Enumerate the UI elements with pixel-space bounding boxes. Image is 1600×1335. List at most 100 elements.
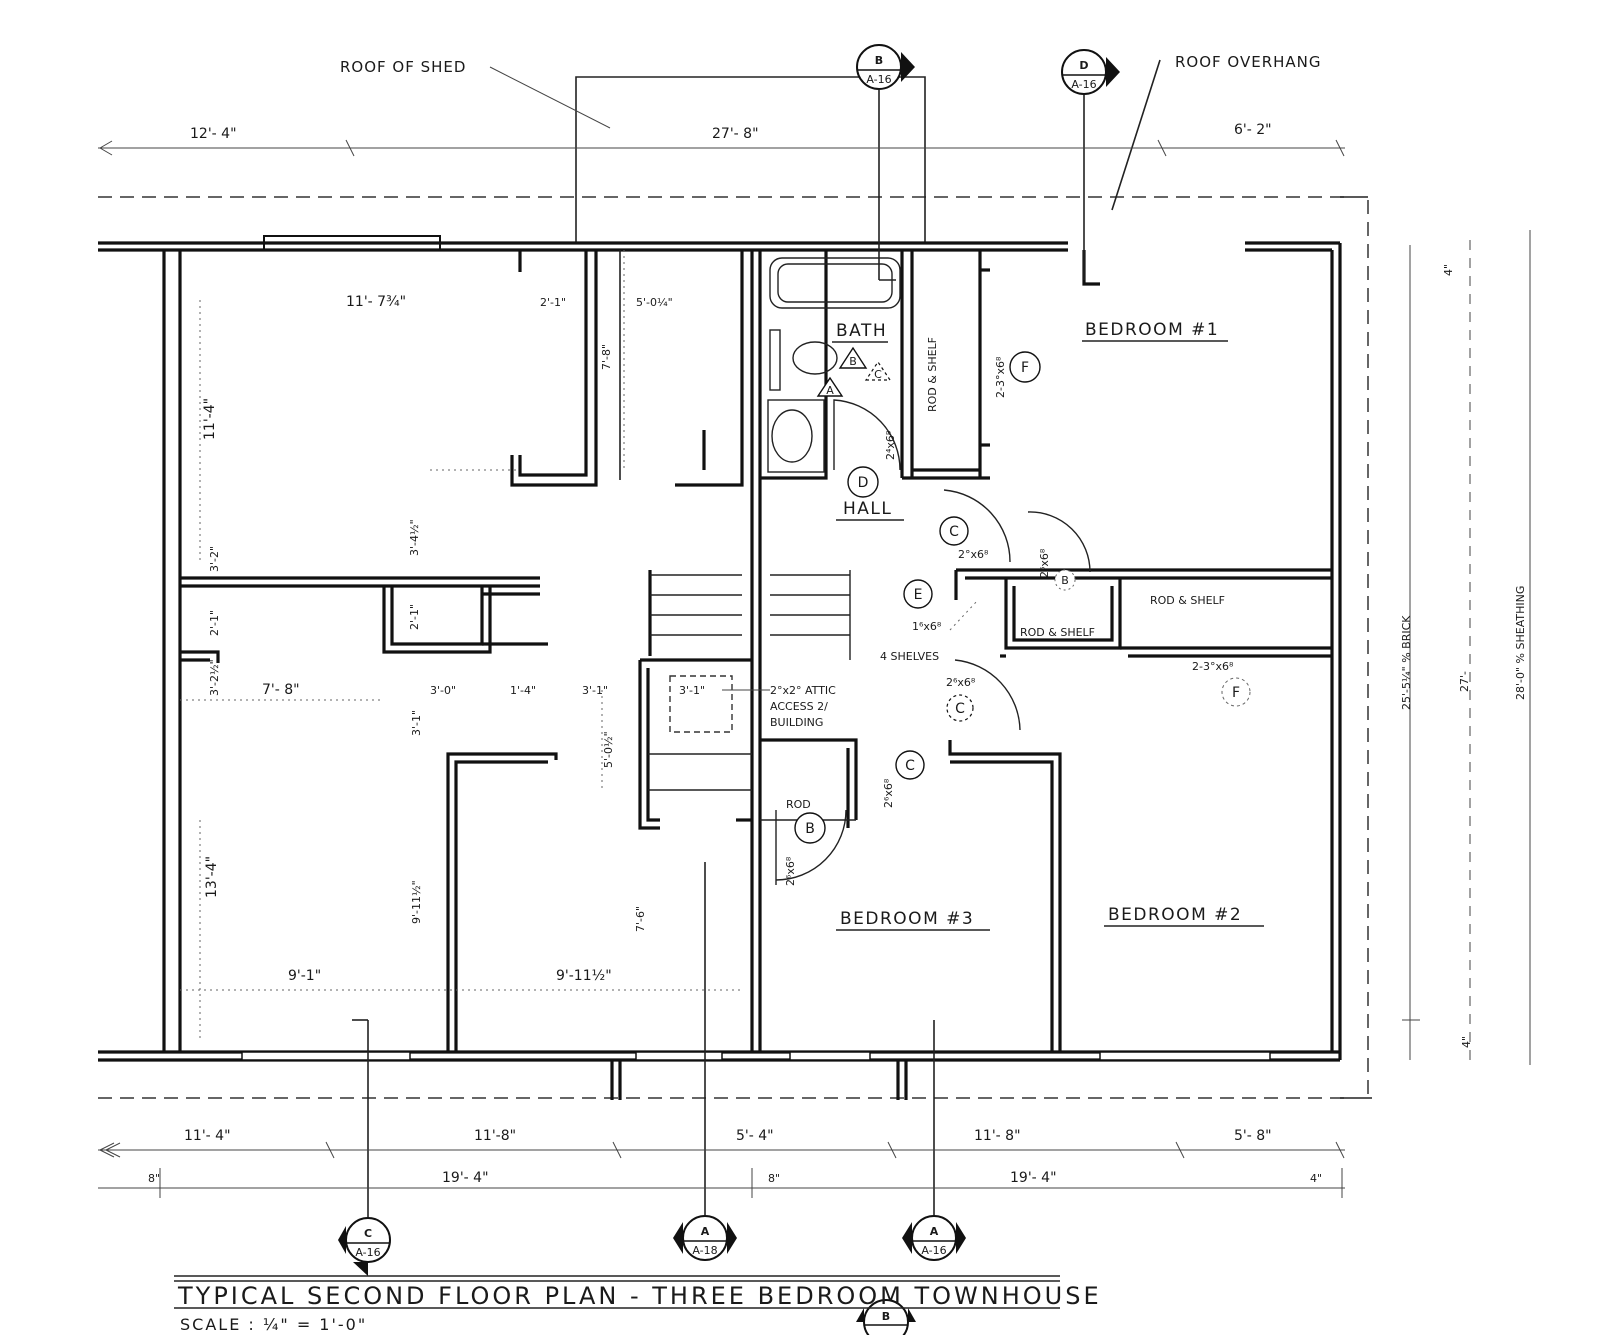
shed-roof: [489, 66, 926, 242]
door-swing-closet: [1027, 511, 1091, 573]
door-swing-bed1: [943, 489, 1011, 563]
dim-r5-depth: 7'-6": [634, 906, 647, 932]
label-sheathing: 28'-0" % SHEATHING: [1514, 586, 1527, 700]
svg-text:F: F: [1232, 685, 1240, 701]
bathtub: [769, 257, 901, 309]
section-marker-letter: A: [930, 1225, 939, 1238]
dimension-texts: 12'- 4" 27'- 8" 6'- 2" 11'- 7¾" 2'-1" 5'…: [148, 122, 1473, 1186]
sink: [792, 341, 838, 375]
svg-text:D: D: [858, 475, 869, 491]
door-size: 1⁶x6⁸: [912, 620, 942, 633]
dim-closet-depth: 7'-8": [600, 344, 613, 370]
door-mark-B: [794, 812, 826, 844]
door-size: 2-3°x6⁸: [1192, 660, 1234, 673]
label-attic-1: 2°x2° ATTIC: [770, 684, 836, 697]
dim-hall-a: 3'-4½": [408, 519, 421, 556]
dim-stair-a: 3'-1": [582, 684, 608, 697]
room-label-bath: BATH: [836, 321, 887, 341]
dim-closet-b: 5'-0¼": [636, 296, 673, 309]
door-mark-C: [946, 694, 974, 722]
dim-hall-d: 3'-1": [410, 710, 423, 736]
section-marker-B-top: B A-16: [856, 44, 915, 90]
label-four-shelves: 4 SHELVES: [880, 650, 939, 663]
dim-small-b: 2'-1": [208, 610, 221, 636]
section-marker-letter: C: [364, 1227, 372, 1240]
label-rod-shelf-2: ROD & SHELF: [1020, 626, 1095, 639]
dim-r3-width: 7'- 8": [262, 682, 300, 698]
section-marker-letter: D: [1079, 59, 1088, 72]
section-marker-sheet: A-16: [355, 1246, 380, 1259]
door-size: 2-3°x6⁸: [994, 356, 1007, 398]
door-size: 2⁶x6⁸: [1038, 548, 1051, 578]
door-mark-E: [903, 579, 933, 609]
door-swing-bed3: [775, 809, 847, 881]
svg-text:C: C: [905, 758, 915, 774]
svg-text:E: E: [914, 587, 923, 603]
section-cuts: [352, 59, 1161, 1230]
interior-walls-right: [760, 250, 1332, 1052]
room-label-bedroom-2: BEDROOM #2: [1108, 905, 1242, 925]
drawing-scale: SCALE : ¼" = 1'-0": [180, 1315, 367, 1334]
dim-hall-b: 3'-0": [430, 684, 456, 697]
dim-r4-b: 9'-11½": [410, 880, 423, 924]
dim-bottom2-3: 8": [768, 1172, 780, 1185]
dim-closet-a: 2'-1": [540, 296, 566, 309]
door-mark-C: [939, 516, 969, 546]
section-marker-letter: B: [882, 1310, 890, 1323]
label-attic-3: BUILDING: [770, 716, 823, 729]
exterior-walls: [98, 235, 1342, 1100]
dim-right-4: 4": [1442, 264, 1455, 276]
window-top-left: [263, 235, 441, 251]
door-size: 2⁶x6⁸: [946, 676, 976, 689]
dim-bottom2-2: 19'- 4": [442, 1170, 489, 1186]
label-attic-2: ACCESS 2/: [770, 700, 828, 713]
dim-bottom-1: 11'- 4": [184, 1128, 231, 1144]
dim-bottom-3: 5'- 4": [736, 1128, 774, 1144]
svg-text:C: C: [955, 701, 965, 717]
svg-text:B: B: [849, 355, 857, 368]
dim-r4-width: 9'-1": [288, 968, 321, 984]
section-marker-sheet: A-16: [921, 1244, 946, 1257]
bath-fixtures: [767, 257, 901, 473]
window-mark-B: [838, 346, 868, 369]
door-swing-bed2: [954, 659, 1021, 731]
room-label-bedroom-3: BEDROOM #3: [840, 909, 974, 929]
section-marker-sheet: A-18: [692, 1244, 717, 1257]
toilet: [771, 409, 813, 463]
door-swings: [775, 399, 1091, 885]
label-brick: 25'-5¼" % BRICK: [1400, 615, 1413, 710]
door-marks: A B C C C C D E F F B B: [794, 346, 1251, 844]
dimension-lines: [98, 139, 1531, 1198]
svg-text:B: B: [805, 821, 815, 837]
label-rod-shelf-1: ROD & SHELF: [1150, 594, 1225, 607]
section-marker-C-bottom: C A-16: [338, 1217, 391, 1276]
dim-bottom-2: 11'-8": [474, 1128, 516, 1144]
svg-text:C: C: [874, 368, 882, 381]
door-mark-F: [1221, 677, 1251, 707]
stairs: [648, 570, 851, 791]
room-label-bedroom-1: BEDROOM #1: [1085, 320, 1219, 340]
shed-leader: [489, 66, 611, 129]
section-marker-A-bottom-1: A A-18: [673, 1215, 737, 1261]
dim-bottom2-4: 19'- 4": [1010, 1170, 1057, 1186]
door-size: 2°x6⁸: [958, 548, 989, 561]
section-marker-A-bottom-2: A A-16: [902, 1215, 966, 1261]
dim-bottom2-5: 4": [1310, 1172, 1322, 1185]
window-bottom-3: [789, 1051, 871, 1061]
door-mark-F: [1009, 351, 1041, 383]
door-mark-D: [847, 466, 879, 498]
overhang-leader: [1111, 59, 1161, 211]
dim-stair-b: 5'-0½": [602, 731, 615, 768]
window-bottom-4: [1099, 1051, 1271, 1061]
door-mark-B: [1054, 569, 1076, 591]
window-bottom-2: [635, 1051, 723, 1061]
attic-hatch: [669, 675, 733, 733]
section-markers: B A-16 D A-16 C A-16 A: [338, 44, 1120, 1335]
room-label-hall: HALL: [843, 499, 892, 519]
label-rod: ROD: [786, 798, 811, 811]
dim-closet-c: 2'-1": [408, 604, 421, 630]
window-mark-C: [864, 360, 892, 381]
dim-top-mid: 27'- 8": [712, 126, 759, 142]
